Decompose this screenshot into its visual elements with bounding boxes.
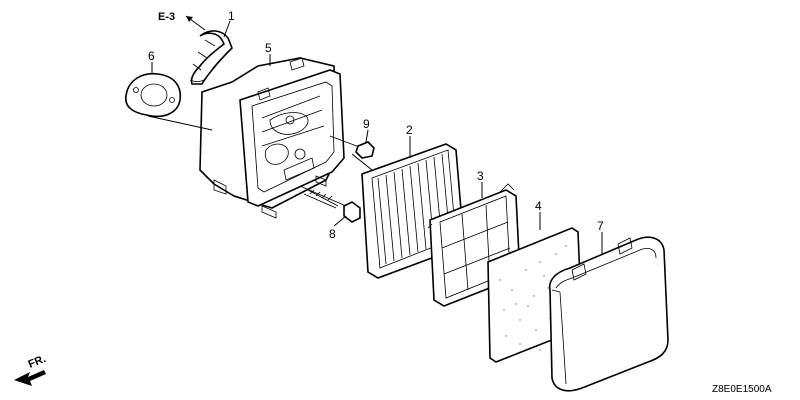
reference-arrow [185,15,206,31]
part-gasket [125,72,182,118]
leader-6b [147,115,213,131]
reference-label: E-3 [158,11,175,23]
part-air-cleaner-case [199,57,345,219]
callout-8: 8 [329,227,336,241]
leader-8 [333,215,347,227]
leader-9 [365,129,369,143]
callout-2: 2 [406,123,413,137]
part-cover [548,236,669,392]
callout-1: 1 [228,9,235,23]
part-breather-tube [189,30,233,85]
pleats [377,153,451,265]
callout-6: 6 [148,49,155,63]
callout-5: 5 [265,41,272,55]
callout-9: 9 [363,117,370,131]
front-direction-arrow [14,370,46,386]
callout-4: 4 [535,199,542,213]
leader-1 [223,20,231,38]
direction-label: FR. [27,353,48,371]
part-bolt [299,185,361,223]
part-screw [329,135,375,171]
diagram-code: Z8E0E1500A [712,384,772,395]
callout-3: 3 [477,169,484,183]
callout-7: 7 [597,219,604,233]
